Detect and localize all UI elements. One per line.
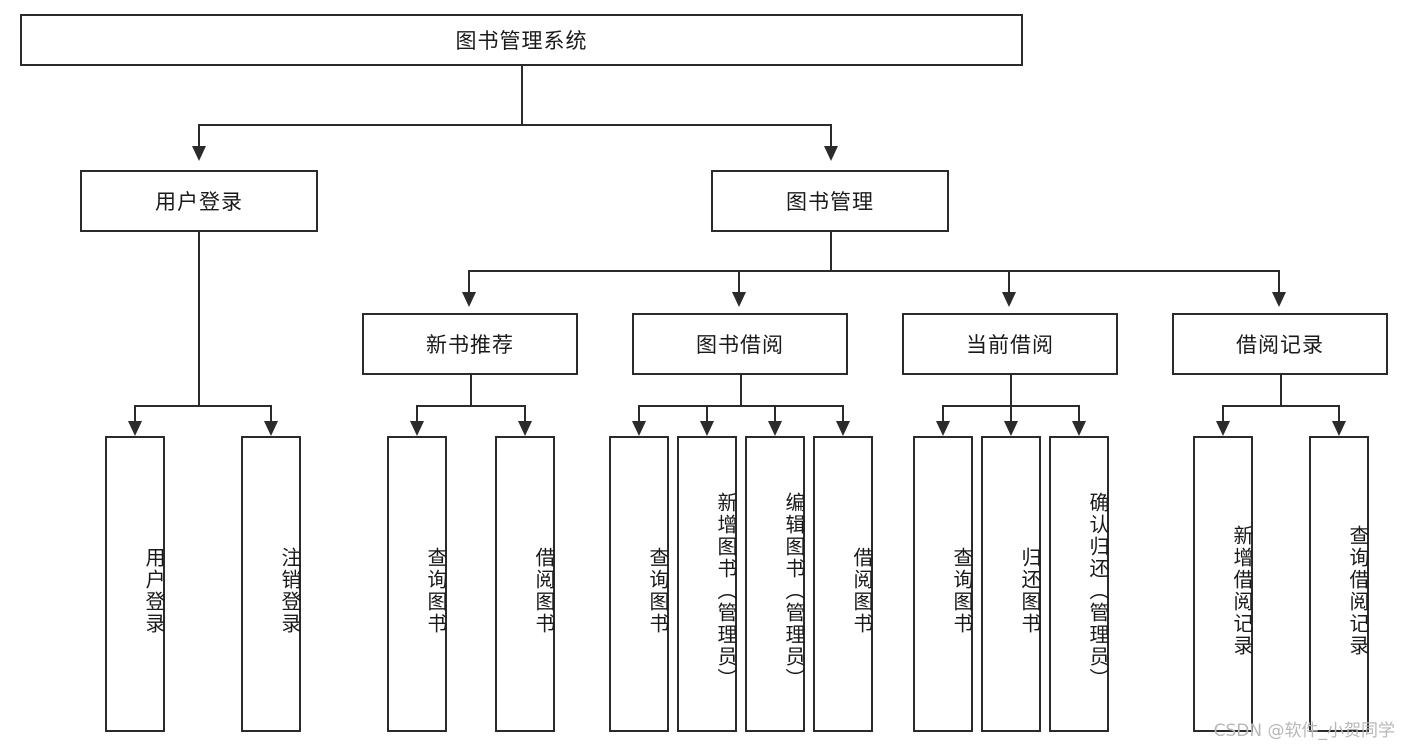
node-label: 查询借阅记录 bbox=[1346, 525, 1368, 657]
arrow-to-leaf-logout bbox=[264, 421, 278, 436]
connector-user-login-stem bbox=[198, 232, 200, 405]
arrow-to-leaf-user-login bbox=[128, 421, 142, 436]
connector-level3-drop-4 bbox=[1278, 270, 1280, 292]
leaf-borrow-query-book[interactable]: 查询图书 bbox=[609, 436, 669, 732]
connector-borrow-drop-2 bbox=[706, 405, 708, 421]
node-label: 查询图书 bbox=[950, 547, 972, 635]
arrow-to-user-login bbox=[192, 146, 206, 161]
node-root-system[interactable]: 图书管理系统 bbox=[20, 14, 1023, 66]
arrow-to-leaf-current-confirm bbox=[1072, 421, 1086, 436]
node-label: 图书借阅 bbox=[696, 334, 784, 357]
node-label: 查询图书 bbox=[646, 547, 668, 635]
node-label: 注销登录 bbox=[278, 547, 300, 635]
node-current-borrow[interactable]: 当前借阅 bbox=[902, 313, 1118, 375]
connector-level2-drop-right bbox=[830, 124, 832, 146]
arrow-to-leaf-record-query bbox=[1332, 421, 1346, 436]
connector-current-drop-2 bbox=[1010, 405, 1012, 421]
node-label: 图书管理系统 bbox=[455, 30, 588, 53]
connector-level3-bus bbox=[468, 270, 1280, 272]
node-label: 新增借阅记录 bbox=[1230, 525, 1252, 657]
connector-current-drop-3 bbox=[1078, 405, 1080, 421]
connector-level2-drop-left bbox=[198, 124, 200, 146]
arrow-to-current-borrow bbox=[1002, 292, 1016, 307]
arrow-to-leaf-borrow-lend bbox=[836, 421, 850, 436]
leaf-borrow-add-book[interactable]: 新增图书（管理员） bbox=[677, 436, 737, 732]
connector-current-drop-1 bbox=[942, 405, 944, 421]
node-book-borrow[interactable]: 图书借阅 bbox=[632, 313, 848, 375]
leaf-current-query-book[interactable]: 查询图书 bbox=[913, 436, 973, 732]
leaf-recommend-query-book[interactable]: 查询图书 bbox=[387, 436, 447, 732]
node-label: 归还图书 bbox=[1018, 547, 1040, 635]
arrow-to-leaf-current-return bbox=[1004, 421, 1018, 436]
connector-record-drop-1 bbox=[1222, 405, 1224, 421]
connector-book-manage-stem bbox=[830, 232, 832, 270]
connector-borrow-bus bbox=[638, 405, 844, 407]
connector-recommend-drop-2 bbox=[524, 405, 526, 421]
connector-borrow-drop-1 bbox=[638, 405, 640, 421]
node-label: 确认归还（管理员） bbox=[1086, 492, 1108, 690]
leaf-recommend-borrow-book[interactable]: 借阅图书 bbox=[495, 436, 555, 732]
node-new-book-recommend[interactable]: 新书推荐 bbox=[362, 313, 578, 375]
connector-record-bus bbox=[1222, 405, 1338, 407]
connector-user-login-drop-2 bbox=[270, 405, 272, 421]
connector-recommend-drop-1 bbox=[416, 405, 418, 421]
connector-level3-drop-2 bbox=[738, 270, 740, 292]
csdn-watermark: CSDN @软件_小贺同学 bbox=[1213, 721, 1395, 741]
connector-borrow-drop-3 bbox=[774, 405, 776, 421]
arrow-to-leaf-borrow-add bbox=[700, 421, 714, 436]
connector-recommend-bus bbox=[416, 405, 524, 407]
arrow-to-leaf-borrow-edit bbox=[768, 421, 782, 436]
connector-record-stem bbox=[1280, 375, 1282, 405]
node-label: 编辑图书（管理员） bbox=[782, 492, 804, 690]
node-label: 借阅图书 bbox=[850, 547, 872, 635]
connector-borrow-stem bbox=[740, 375, 742, 405]
arrow-to-leaf-record-add bbox=[1216, 421, 1230, 436]
arrow-to-leaf-borrow-query bbox=[632, 421, 646, 436]
leaf-borrow-lend-book[interactable]: 借阅图书 bbox=[813, 436, 873, 732]
leaf-record-query[interactable]: 查询借阅记录 bbox=[1309, 436, 1369, 732]
connector-current-stem bbox=[1010, 375, 1012, 405]
leaf-current-confirm-return[interactable]: 确认归还（管理员） bbox=[1049, 436, 1109, 732]
arrow-to-borrow-record bbox=[1272, 292, 1286, 307]
connector-level3-drop-3 bbox=[1008, 270, 1010, 292]
node-label: 查询图书 bbox=[424, 547, 446, 635]
arrow-to-new-book-recommend bbox=[462, 292, 476, 307]
connector-borrow-drop-4 bbox=[842, 405, 844, 421]
node-book-manage[interactable]: 图书管理 bbox=[711, 170, 949, 232]
arrow-to-leaf-recommend-query bbox=[410, 421, 424, 436]
arrow-to-leaf-current-query bbox=[936, 421, 950, 436]
node-label: 新增图书（管理员） bbox=[714, 492, 736, 690]
node-user-login[interactable]: 用户登录 bbox=[80, 170, 318, 232]
connector-record-drop-2 bbox=[1338, 405, 1340, 421]
leaf-record-add[interactable]: 新增借阅记录 bbox=[1193, 436, 1253, 732]
connector-user-login-drop-1 bbox=[134, 405, 136, 421]
node-borrow-record[interactable]: 借阅记录 bbox=[1172, 313, 1388, 375]
leaf-borrow-edit-book[interactable]: 编辑图书（管理员） bbox=[745, 436, 805, 732]
node-label: 借阅图书 bbox=[532, 547, 554, 635]
arrow-to-book-borrow bbox=[732, 292, 746, 307]
node-label: 用户登录 bbox=[142, 547, 164, 635]
arrow-to-leaf-recommend-borrow bbox=[518, 421, 532, 436]
leaf-user-login[interactable]: 用户登录 bbox=[105, 436, 165, 732]
connector-root-stem bbox=[521, 66, 523, 124]
connector-recommend-stem bbox=[470, 375, 472, 405]
arrow-to-book-manage bbox=[824, 146, 838, 161]
connector-level2-bus bbox=[198, 124, 832, 126]
connector-user-login-bus bbox=[134, 405, 270, 407]
node-label: 新书推荐 bbox=[426, 334, 514, 357]
leaf-current-return-book[interactable]: 归还图书 bbox=[981, 436, 1041, 732]
node-label: 图书管理 bbox=[786, 191, 874, 214]
leaf-logout[interactable]: 注销登录 bbox=[241, 436, 301, 732]
connector-level3-drop-1 bbox=[468, 270, 470, 292]
node-label: 借阅记录 bbox=[1236, 334, 1324, 357]
node-label: 当前借阅 bbox=[966, 334, 1054, 357]
node-label: 用户登录 bbox=[155, 191, 243, 214]
